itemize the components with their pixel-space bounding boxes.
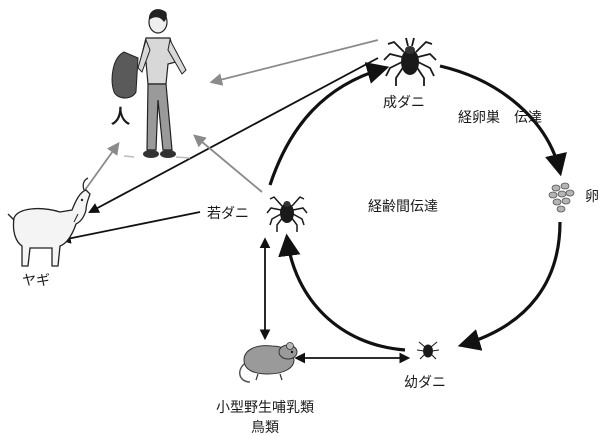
label-adult-tick: 成ダニ bbox=[383, 95, 425, 111]
nymph-tick-icon bbox=[266, 196, 308, 232]
label-nymph-tick: 若ダニ bbox=[207, 206, 249, 222]
label-small-mammals-line1: 小型野生哺乳類 bbox=[216, 400, 314, 416]
arrow-goat-to-human bbox=[84, 141, 120, 191]
cycle-arrow-larva-to-nymph bbox=[278, 233, 406, 352]
label-larva-tick: 幼ダニ bbox=[404, 375, 446, 391]
rat-icon bbox=[239, 342, 298, 383]
cycle-arrow-egg-to-larva bbox=[457, 221, 562, 351]
label-small-mammals: 小型野生哺乳類 鳥類 bbox=[190, 397, 340, 436]
cycle-arrow-adult-to-egg bbox=[439, 64, 567, 177]
human-hiker-icon bbox=[111, 9, 191, 159]
label-small-mammals-line2: 鳥類 bbox=[251, 420, 279, 436]
adult-tick-icon bbox=[383, 37, 437, 86]
arrow-nymph-to-goat bbox=[59, 211, 201, 244]
goat-icon bbox=[7, 177, 91, 267]
egg-cluster-icon bbox=[548, 182, 575, 213]
label-eggs: 卵 bbox=[585, 189, 599, 205]
label-transstadial: 経齢間伝達 bbox=[368, 199, 438, 215]
label-transovarial: 経卵巣 伝達 bbox=[458, 110, 542, 126]
arrow-nymph-to-human bbox=[193, 134, 263, 193]
label-human: 人 bbox=[111, 106, 131, 128]
label-goat: ヤギ bbox=[22, 273, 50, 289]
cycle-arrow-nymph-to-adult bbox=[268, 62, 390, 186]
arrow-adult-to-goat bbox=[88, 57, 379, 214]
arrow-adult-to-human bbox=[209, 39, 379, 86]
larva-tick-icon bbox=[416, 341, 440, 360]
